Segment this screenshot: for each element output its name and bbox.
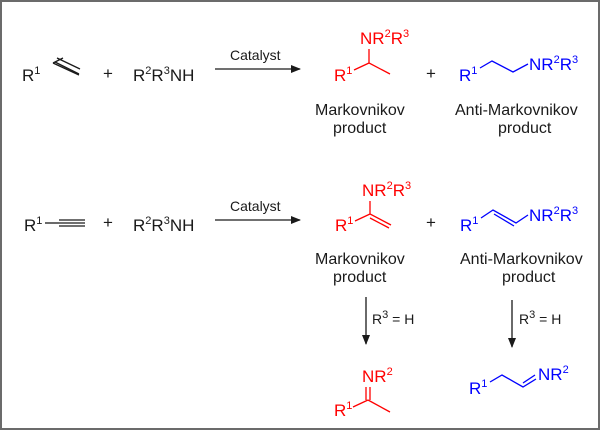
plus-sign: + <box>426 64 436 83</box>
caption-line1: Markovnikov <box>315 102 405 119</box>
bonds <box>352 387 391 413</box>
imine-group: NR2 <box>538 364 569 384</box>
double-bond <box>54 57 81 75</box>
bonds <box>489 374 537 388</box>
row2-markovnikov-product: NR2R3 R1 Markovnikov product <box>315 180 411 286</box>
caption-line2: product <box>333 120 387 137</box>
caption-line1: Markovnikov <box>315 251 405 268</box>
markovnikov-imine-product: NR2 R1 <box>334 366 393 420</box>
row2-anti-markovnikov-product: R1 NR2R3 Anti-Markovnikov product <box>460 205 583 286</box>
r1-label: R1 <box>460 215 478 235</box>
caption-line2: product <box>502 269 556 286</box>
r1-label: R1 <box>334 65 352 85</box>
r1-label: R1 <box>24 215 42 235</box>
amine-group: NR2R3 <box>529 54 578 74</box>
plus-sign: + <box>103 64 113 83</box>
catalyst-label: Catalyst <box>230 47 281 63</box>
row2-alkyne-substrate: R1 <box>24 215 85 235</box>
imine-group: NR2 <box>362 366 393 386</box>
caption-line2: product <box>498 120 552 137</box>
amine-group: NR2R3 <box>529 205 578 225</box>
amine-reagent: R2R3NH <box>133 65 194 85</box>
triple-bond <box>59 219 85 227</box>
condition-right: R3 = H <box>519 309 561 327</box>
bonds <box>479 60 529 73</box>
r1-label: R1 <box>469 378 487 398</box>
caption-line1: Anti-Markovnikov <box>460 251 583 268</box>
condition-left: R3 = H <box>372 309 414 327</box>
r1-label: R1 <box>334 400 352 420</box>
r1-label: R1 <box>459 65 477 85</box>
bonds <box>353 49 391 75</box>
row1-anti-markovnikov-product: R1 NR2R3 Anti-Markovnikov product <box>455 54 578 137</box>
r1-label: R1 <box>22 65 40 85</box>
caption-line2: product <box>333 269 387 286</box>
plus-sign: + <box>426 213 436 232</box>
amine-group: NR2R3 <box>362 180 411 200</box>
r1-label: R1 <box>335 215 353 235</box>
single-bond <box>52 57 64 64</box>
bonds <box>354 201 392 229</box>
plus-sign: + <box>103 213 113 232</box>
row1-markovnikov-product: NR2R3 R1 Markovnikov product <box>315 28 409 137</box>
anti-markovnikov-imine-product: R1 NR2 <box>469 364 569 398</box>
catalyst-label: Catalyst <box>230 198 281 214</box>
single-bond <box>52 62 80 76</box>
amine-reagent: R2R3NH <box>133 215 194 235</box>
bonds <box>480 209 529 227</box>
row1-alkene-substrate: R1 <box>22 57 81 85</box>
amine-group: NR2R3 <box>360 28 409 48</box>
caption-line1: Anti-Markovnikov <box>455 102 578 119</box>
